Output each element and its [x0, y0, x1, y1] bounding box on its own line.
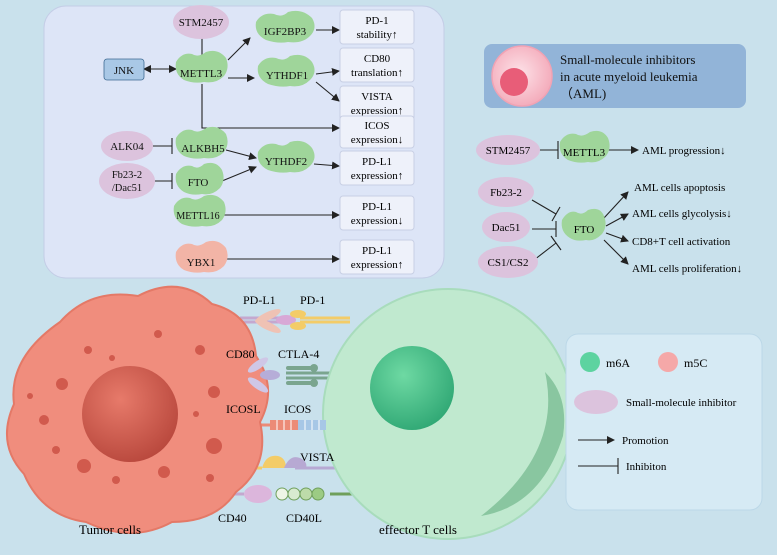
aml-dac51-inhibitor	[482, 212, 530, 242]
legend-inhibitor-label: Small-molecule inhibitor	[626, 397, 737, 409]
aml-title-line3: （AML)	[560, 86, 606, 101]
label-icosl: ICOSL	[226, 402, 261, 416]
fb23-label-line1: Fb23-2	[112, 170, 142, 181]
legend-m5c-label: m5C	[684, 356, 707, 370]
outcome-pdl1b-line2: expression↓	[351, 215, 404, 227]
fto-protein	[175, 162, 224, 195]
tcell	[322, 288, 574, 540]
ybx1-label: YBX1	[187, 257, 216, 269]
aml-fb23-inhibitor	[478, 177, 534, 207]
outcome-pd1-line1: PD-1	[365, 15, 388, 27]
jnk-label: JNK	[114, 65, 134, 77]
aml-cs-label: CS1/CS2	[488, 257, 529, 269]
outcome-vista-line2: expression↑	[351, 105, 404, 117]
aml-cell-nucleus-icon	[500, 68, 528, 96]
aml-title-box	[484, 44, 746, 108]
aml-outcome-glycolysis: AML cells glycolysis↓	[632, 208, 732, 220]
alk04-inhibitor	[101, 131, 153, 161]
aml-title-line1: Small-molecule inhibitors	[560, 52, 695, 67]
jnk-box	[103, 58, 145, 81]
ythdf1-protein	[257, 54, 315, 87]
outcome-icos-line2: expression↓	[351, 134, 404, 146]
pd1-receptor	[290, 310, 306, 330]
outcome-pd1-line2: stability↑	[357, 29, 398, 41]
outcome-pdl1a-line2: expression↑	[351, 170, 404, 182]
label-cd40: CD40	[218, 511, 247, 525]
label-icos: ICOS	[284, 402, 311, 416]
aml-outcome-apoptosis: AML cells apoptosis	[634, 182, 725, 194]
stm2457-inhibitor	[173, 5, 229, 39]
igf2bp3-protein	[255, 10, 315, 43]
label-cd40l: CD40L	[286, 511, 322, 525]
tumor-nucleus	[82, 366, 178, 462]
aml-outcome-cd8: CD8+T cell activation	[632, 236, 731, 248]
aml-mettl3-protein	[559, 130, 610, 163]
ctla4-receptor	[286, 364, 318, 387]
legend-m6a-label: m6A	[606, 356, 630, 370]
aml-outcome-proliferation: AML cells proliferation↓	[632, 263, 742, 275]
label-ctla4: CTLA-4	[278, 347, 319, 361]
cd80-receptor	[247, 357, 280, 393]
outcome-vista-line1: VISTA	[361, 91, 393, 103]
legend-m6a-swatch	[580, 352, 600, 372]
vista-receptor	[262, 455, 307, 468]
fb23-dac51-inhibitor	[99, 163, 155, 199]
aml-stm2457-inhibitor	[476, 135, 540, 165]
aml-fto-label: FTO	[574, 224, 595, 236]
ythdf1-label: YTHDF1	[266, 70, 308, 82]
aml-dac51-label: Dac51	[492, 222, 521, 234]
outcome-cd80-line2: translation↑	[351, 67, 403, 79]
mettl3-protein	[175, 50, 228, 83]
label-pd1: PD-1	[300, 293, 325, 307]
aml-stm2457-label: STM2457	[486, 145, 531, 157]
regulator-connectors	[143, 26, 340, 263]
mettl16-label: METTL16	[176, 211, 219, 222]
tumor-cell-label: Tumor cells	[79, 522, 141, 537]
label-vista: VISTA	[300, 450, 335, 464]
alkbh5-protein	[175, 126, 228, 159]
outcome-pdl1c-line1: PD-L1	[362, 245, 392, 257]
label-cd80: CD80	[226, 347, 255, 361]
label-pdl1: PD-L1	[243, 293, 276, 307]
outcome-cd80-line1: CD80	[364, 53, 391, 65]
tcell-label: effector T cells	[379, 522, 457, 537]
mettl16-protein	[173, 194, 226, 227]
aml-fto-protein	[561, 208, 606, 241]
legend-inhibitor-swatch	[574, 390, 618, 414]
legend-promotion-label: Promotion	[622, 435, 669, 447]
fb23-label-line2: /Dac51	[112, 183, 142, 194]
tcell-shadow	[481, 372, 565, 516]
legend-m5c-swatch	[658, 352, 678, 372]
aml-title-line2: in acute myeloid leukemia	[560, 69, 698, 84]
fto-label: FTO	[188, 177, 209, 189]
mettl3-label: METTL3	[180, 68, 223, 80]
outcome-pdl1a-line1: PD-L1	[362, 156, 392, 168]
tcell-nucleus	[370, 346, 454, 430]
outcome-icos-line1: ICOS	[364, 120, 389, 132]
alkbh5-label: ALKBH5	[181, 143, 225, 155]
icosl-receptor	[270, 420, 298, 430]
aml-progression-text: AML progression↓	[642, 145, 726, 157]
aml-mettl3-label: METTL3	[563, 147, 606, 159]
aml-cs-inhibitor	[478, 246, 538, 278]
cd40-receptor	[244, 485, 272, 503]
tumor-vesicles	[27, 330, 222, 484]
icos-receptor	[298, 420, 326, 430]
cd40l-receptor	[275, 487, 325, 501]
outcome-boxes: PD-1 stability↑ CD80 translation↑ VISTA …	[339, 9, 415, 275]
ybx1-protein	[175, 240, 228, 273]
legend-inhibition-label: Inhibiton	[626, 461, 667, 473]
outcome-pdl1c-line2: expression↑	[351, 259, 404, 271]
ythdf2-protein	[257, 140, 315, 173]
stm2457-label: STM2457	[179, 17, 224, 29]
ythdf2-label: YTHDF2	[265, 156, 307, 168]
alk04-label: ALK04	[110, 141, 144, 153]
igf2bp3-label: IGF2BP3	[264, 26, 307, 38]
aml-fb23-label: Fb23-2	[490, 187, 522, 199]
pdl1-receptor	[255, 309, 296, 333]
outcome-pdl1b-line1: PD-L1	[362, 201, 392, 213]
